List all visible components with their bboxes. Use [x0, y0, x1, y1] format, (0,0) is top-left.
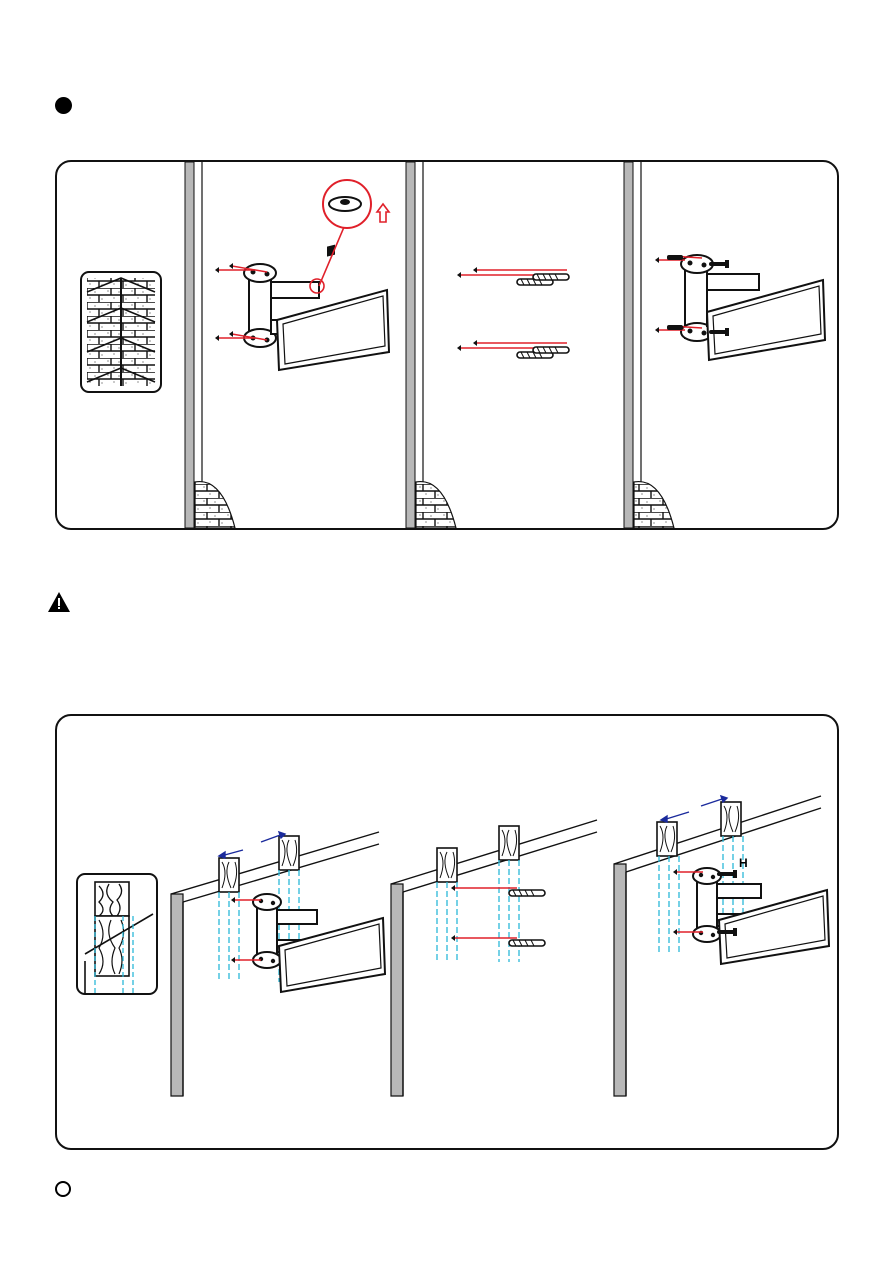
wood-bracket-fastening-step — [673, 868, 829, 964]
brick-wall-icon — [81, 272, 161, 392]
wood-stud-diagram — [57, 716, 837, 1148]
wood-stud-installation-panel: H — [55, 714, 839, 1150]
step-marker-filled — [55, 97, 72, 114]
brick-wall-diagram — [57, 162, 837, 528]
wood-mount-marking-step — [231, 894, 385, 992]
wood-pilot-drill-step — [451, 885, 545, 946]
wood-studs — [219, 802, 741, 892]
brick-corner-fragments — [195, 482, 674, 528]
wood-stud-icon — [77, 874, 157, 996]
screw-label-h: H — [739, 856, 748, 870]
drywall-sections — [171, 864, 626, 1096]
bracket-fastening-step — [655, 255, 825, 360]
mount-marking-step — [215, 180, 389, 370]
anchor-insertion-step — [457, 267, 569, 358]
brick-wall-installation-panel — [55, 160, 839, 530]
warning-triangle-icon — [47, 591, 71, 613]
step-marker-outline — [55, 1181, 71, 1197]
